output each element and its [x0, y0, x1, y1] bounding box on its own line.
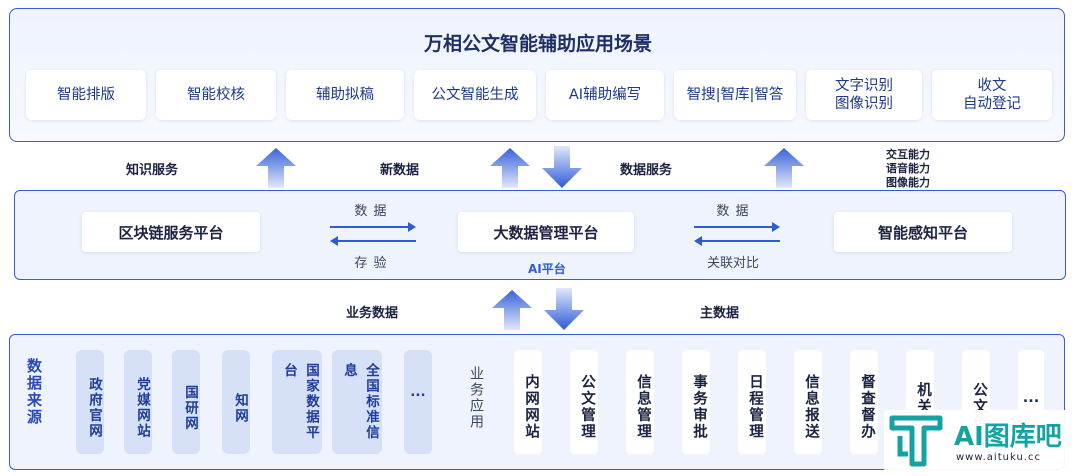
- business-data-label: 业务数据: [346, 306, 399, 321]
- capability-image: 图像能力: [886, 176, 930, 189]
- app-info-report[interactable]: 信息报送: [794, 350, 822, 454]
- app-label: 日程管理: [747, 374, 763, 440]
- down-arrow-icon: [542, 146, 582, 188]
- right-flow-bottom-label: 关联对比: [706, 256, 759, 271]
- app-more-label: ...: [1022, 390, 1040, 406]
- down-arrow-icon: [544, 288, 584, 330]
- app-approval[interactable]: 事务审批: [682, 350, 710, 454]
- source-more[interactable]: ...: [404, 350, 432, 454]
- app-label: 事务审批: [691, 374, 707, 440]
- card-label: AI辅助编写: [568, 87, 642, 103]
- card-draft-assist[interactable]: 辅助拟稿: [286, 70, 404, 120]
- knowledge-service-label: 知识服务: [126, 163, 179, 178]
- app-label: 内网网站: [523, 374, 539, 440]
- source-label: 党媒网站: [134, 377, 150, 439]
- card-label: 辅助拟稿: [316, 87, 374, 103]
- source-party-media[interactable]: 党媒网站: [124, 350, 152, 454]
- capabilities-list: 交互能力 语音能力 图像能力: [886, 148, 930, 190]
- data-source-label: 数据来源: [25, 358, 43, 426]
- app-info-management[interactable]: 信息管理: [626, 350, 654, 454]
- source-national-standards[interactable]: 全国标准信息: [332, 350, 382, 454]
- card-label: 公文智能生成: [431, 87, 519, 103]
- source-label: 国研网: [182, 384, 198, 432]
- source-label: 政府官网: [86, 377, 102, 439]
- app-supervision[interactable]: 督查督办: [850, 350, 878, 454]
- ai-platform-label: AI平台: [528, 262, 566, 276]
- app-doc-management[interactable]: 公文管理: [570, 350, 598, 454]
- left-flow-bottom-label: 存 验: [354, 256, 388, 271]
- card-recognition[interactable]: 文字识别 图像识别: [806, 70, 922, 120]
- blockchain-platform-label: 区块链服务平台: [118, 223, 224, 242]
- left-flow-top-label: 数 据: [354, 204, 388, 219]
- capability-interaction: 交互能力: [886, 148, 930, 161]
- app-label: 督查督办: [859, 374, 875, 440]
- card-label: 智能校核: [187, 87, 245, 103]
- card-doc-generation[interactable]: 公文智能生成: [414, 70, 536, 120]
- card-label: 收文 自动登记: [963, 78, 1021, 112]
- business-app-label: 业务应用: [468, 366, 484, 430]
- app-label: 信息报送: [803, 374, 819, 440]
- left-arrow-icon: [694, 236, 780, 246]
- right-arrow-icon: [694, 222, 780, 232]
- source-label: 全国标准信息: [341, 363, 379, 441]
- up-arrow-icon: [256, 148, 296, 188]
- app-intranet[interactable]: 内网网站: [514, 350, 542, 454]
- source-cnki[interactable]: 知网: [222, 350, 250, 454]
- card-label: 智能排版: [57, 87, 115, 103]
- watermark-brand: AI图库吧: [954, 422, 1062, 452]
- source-label: 知网: [232, 392, 248, 424]
- right-arrow-icon: [330, 222, 416, 232]
- perception-platform[interactable]: 智能感知平台: [834, 212, 1012, 252]
- left-arrow-icon: [330, 236, 416, 246]
- app-label: 信息管理: [635, 374, 651, 440]
- up-arrow-icon: [764, 148, 804, 188]
- bigdata-platform-label: 大数据管理平台: [493, 223, 599, 242]
- scenario-title: 万相公文智能辅助应用场景: [423, 33, 652, 55]
- new-data-label: 新数据: [380, 163, 420, 178]
- watermark-url: www.aituku.cc: [956, 452, 1041, 463]
- watermark: AI图库吧 www.aituku.cc: [884, 410, 1074, 472]
- card-smart-search[interactable]: 智搜|智库|智答: [674, 70, 796, 120]
- source-gov-site[interactable]: 政府官网: [76, 350, 104, 454]
- source-drc-net[interactable]: 国研网: [172, 350, 200, 454]
- watermark-logo-icon: [889, 415, 943, 467]
- up-arrow-icon: [492, 290, 532, 330]
- source-label: 国家数据平台: [281, 363, 319, 441]
- up-arrow-icon: [490, 148, 530, 188]
- master-data-label: 主数据: [700, 306, 740, 321]
- right-flow-top-label: 数 据: [716, 204, 750, 219]
- capability-voice: 语音能力: [886, 162, 930, 175]
- app-label: 公文管理: [579, 374, 595, 440]
- card-label: 智搜|智库|智答: [686, 87, 784, 103]
- card-smart-check[interactable]: 智能校核: [156, 70, 276, 120]
- source-more-label: ...: [410, 384, 426, 400]
- blockchain-platform[interactable]: 区块链服务平台: [82, 212, 260, 252]
- bigdata-platform[interactable]: 大数据管理平台: [458, 212, 634, 252]
- card-auto-register[interactable]: 收文 自动登记: [932, 70, 1052, 120]
- source-national-data[interactable]: 国家数据平台: [272, 350, 322, 454]
- app-schedule[interactable]: 日程管理: [738, 350, 766, 454]
- data-service-label: 数据服务: [620, 163, 673, 178]
- card-ai-writing[interactable]: AI辅助编写: [546, 70, 664, 120]
- card-label: 文字识别 图像识别: [835, 78, 893, 112]
- perception-platform-label: 智能感知平台: [877, 223, 968, 242]
- card-smart-layout[interactable]: 智能排版: [26, 70, 146, 120]
